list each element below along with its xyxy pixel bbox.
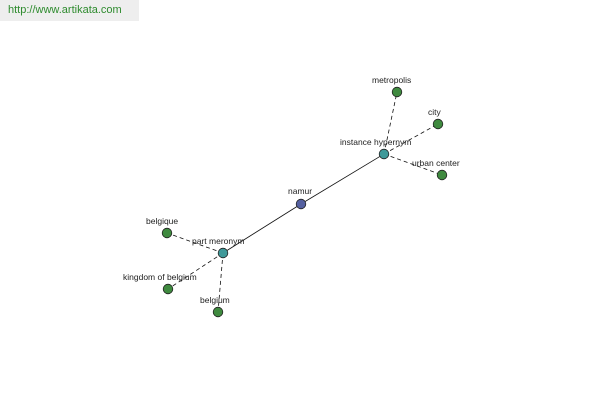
edge-leaf-belgique [166,232,224,254]
label-leaf-kingdom-of-belgium[interactable]: kingdom of belgium [123,272,197,282]
label-leaf-urban-center[interactable]: urban center [412,158,460,168]
graph-labels: namur instance hypernym part meronym metrop… [123,75,460,305]
node-leaf-urban-center[interactable] [436,169,448,181]
edge-leaf-urban-center [383,153,443,176]
node-leaf-metropolis[interactable] [391,86,403,98]
graph-nodes [161,86,448,318]
node-rel-part-meronym[interactable] [217,247,229,259]
graph-edges [166,91,443,313]
label-rel-part-meronym[interactable]: part meronym [192,236,244,246]
site-url-link[interactable]: http://www.artikata.com [0,0,139,21]
label-leaf-belgium[interactable]: belgium [200,295,230,305]
node-namur[interactable] [295,198,307,210]
edge-leaf-kingdom-of-belgium [167,252,224,290]
label-leaf-city[interactable]: city [428,107,442,117]
label-leaf-metropolis[interactable]: metropolis [372,75,411,85]
label-rel-instance-hypernym[interactable]: instance hypernym [340,137,411,147]
node-leaf-kingdom-of-belgium[interactable] [162,283,174,295]
node-leaf-belgium[interactable] [212,306,224,318]
label-leaf-belgique[interactable]: belgique [146,216,178,226]
node-leaf-belgique[interactable] [161,227,173,239]
edge-rel-instance-hypernym [300,153,385,205]
label-namur[interactable]: namur [288,186,312,196]
node-leaf-city[interactable] [432,118,444,130]
node-rel-instance-hypernym[interactable] [378,148,390,160]
edge-leaf-belgium [217,252,224,313]
edge-leaf-metropolis [383,91,398,155]
edge-rel-part-meronym [222,203,302,254]
edge-leaf-city [383,123,439,155]
